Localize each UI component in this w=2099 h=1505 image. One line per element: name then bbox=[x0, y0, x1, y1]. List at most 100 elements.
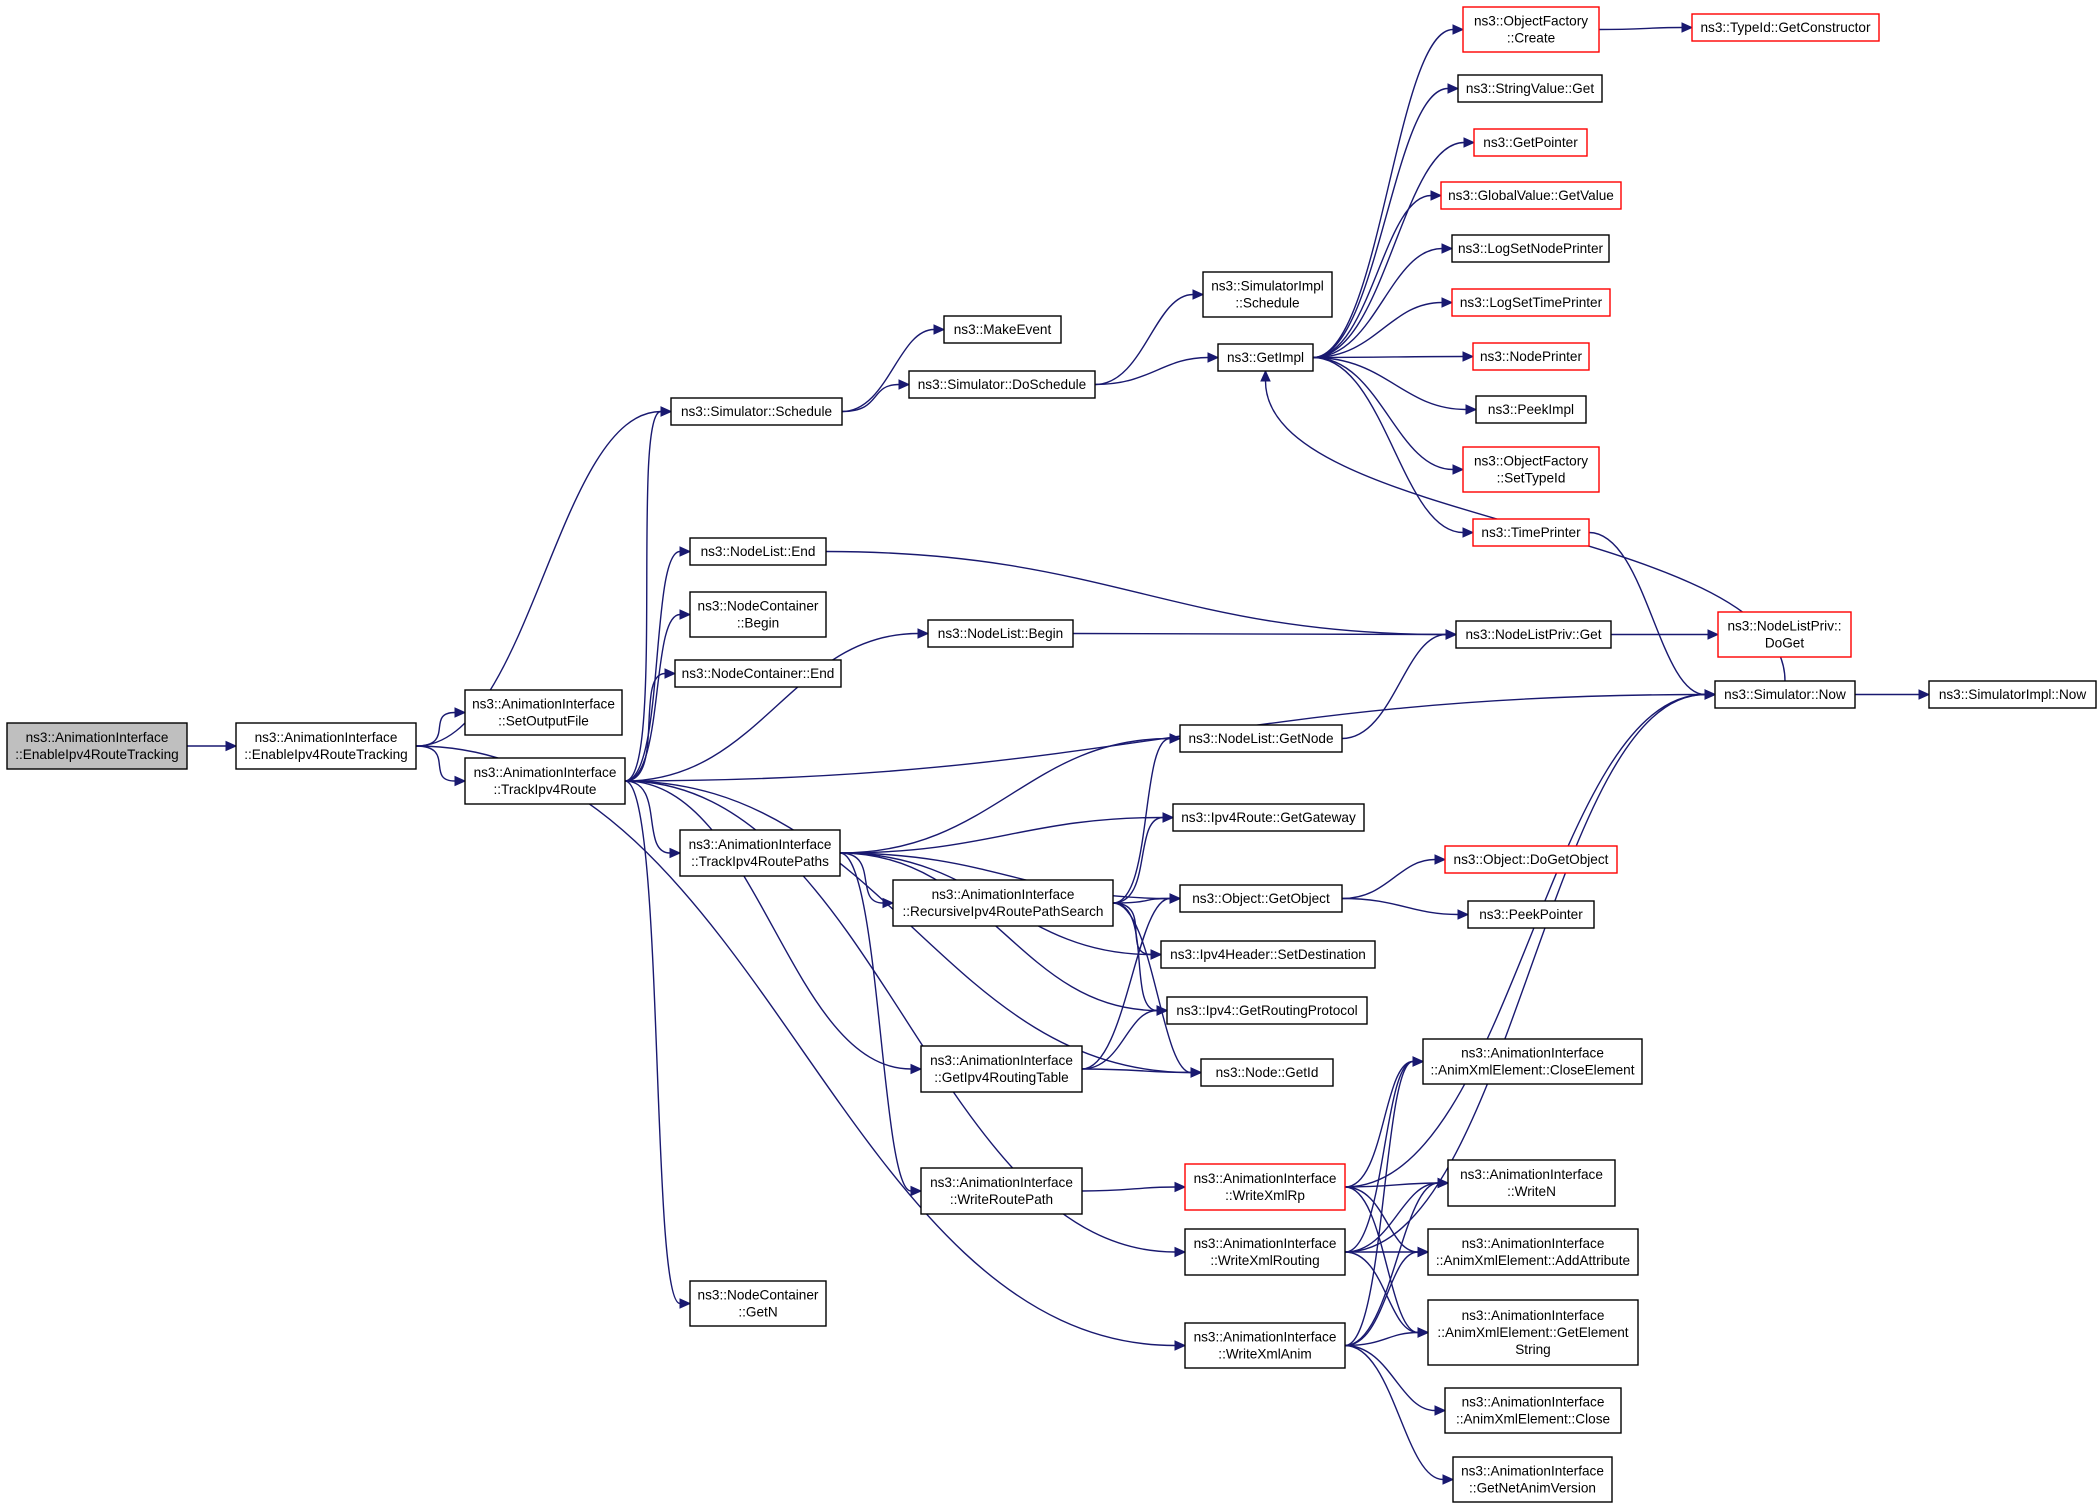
edge-line bbox=[1312, 356, 1464, 534]
function-node-ipv4header-setdestination[interactable]: ns3::Ipv4Header::SetDestination bbox=[1160, 940, 1376, 969]
function-node-getelementstring[interactable]: ns3::AnimationInterface::AnimXmlElement:… bbox=[1427, 1299, 1639, 1366]
function-node-getipv4routingtable[interactable]: ns3::AnimationInterface::GetIpv4RoutingT… bbox=[920, 1045, 1083, 1093]
edge-line bbox=[1094, 293, 1194, 386]
function-node-setoutputfile[interactable]: ns3::AnimationInterface::SetOutputFile bbox=[464, 689, 623, 736]
node-box bbox=[689, 591, 827, 638]
function-node-makeevent[interactable]: ns3::MakeEvent bbox=[943, 315, 1062, 344]
function-node-addattribute[interactable]: ns3::AnimationInterface::AnimXmlElement:… bbox=[1427, 1228, 1639, 1276]
node-box bbox=[1462, 6, 1600, 53]
function-node-stringvalue-get[interactable]: ns3::StringValue::Get bbox=[1457, 74, 1603, 103]
function-node-timeprinter[interactable]: ns3::TimePrinter bbox=[1472, 518, 1590, 547]
function-node-writen[interactable]: ns3::AnimationInterface::WriteN bbox=[1447, 1159, 1616, 1207]
function-node-enable-inner[interactable]: ns3::AnimationInterface::EnableIpv4Route… bbox=[235, 722, 417, 770]
function-node-animxml-close[interactable]: ns3::AnimationInterface::AnimXmlElement:… bbox=[1444, 1387, 1622, 1434]
function-node-peekimpl[interactable]: ns3::PeekImpl bbox=[1475, 395, 1587, 424]
function-node-logsetnodeprinter[interactable]: ns3::LogSetNodePrinter bbox=[1451, 234, 1610, 263]
function-node-nc-begin[interactable]: ns3::NodeContainer::Begin bbox=[689, 591, 827, 638]
node-label: ns3::Ipv4Route::GetGateway bbox=[1181, 810, 1356, 825]
edge-line bbox=[1344, 693, 1706, 1188]
arrowhead-icon bbox=[933, 324, 946, 335]
node-box bbox=[1427, 1228, 1639, 1276]
node-label: ::AnimXmlElement::GetElement bbox=[1437, 1325, 1628, 1340]
function-node-of-settypeid[interactable]: ns3::ObjectFactory::SetTypeId bbox=[1462, 446, 1600, 493]
node-label: ns3::NodeContainer bbox=[698, 599, 819, 614]
node-box bbox=[1928, 680, 2097, 709]
edge-line bbox=[1344, 1060, 1414, 1188]
arrowhead-icon bbox=[454, 775, 467, 787]
function-node-enable-outer[interactable]: ns3::AnimationInterface::EnableIpv4Route… bbox=[6, 722, 188, 770]
function-node-writeroutepath[interactable]: ns3::AnimationInterface::WriteRoutePath bbox=[920, 1167, 1083, 1215]
function-node-doschedule[interactable]: ns3::Simulator::DoSchedule bbox=[908, 370, 1096, 399]
edge-line bbox=[1312, 247, 1443, 359]
function-node-node-getid[interactable]: ns3::Node::GetId bbox=[1200, 1058, 1334, 1087]
function-node-simimpl-now[interactable]: ns3::SimulatorImpl::Now bbox=[1928, 680, 2097, 709]
function-node-ipv4-getroutingprotocol[interactable]: ns3::Ipv4::GetRoutingProtocol bbox=[1166, 996, 1368, 1025]
call-edge-writexmlrp-to-getelementstring bbox=[1344, 1186, 1430, 1338]
function-node-nodelistpriv-doget[interactable]: ns3::NodeListPriv::DoGet bbox=[1717, 611, 1852, 658]
node-box bbox=[1717, 611, 1852, 658]
function-node-peekpointer[interactable]: ns3::PeekPointer bbox=[1467, 900, 1595, 929]
function-node-getnetanimversion[interactable]: ns3::AnimationInterface::GetNetAnimVersi… bbox=[1452, 1456, 1613, 1503]
node-box bbox=[1714, 680, 1856, 709]
function-node-trackroute[interactable]: ns3::AnimationInterface::TrackIpv4Route bbox=[464, 757, 626, 805]
arrowhead-icon bbox=[1417, 1327, 1430, 1338]
node-label: ::AnimXmlElement::Close bbox=[1456, 1412, 1610, 1427]
function-node-logsettimeprinter[interactable]: ns3::LogSetTimePrinter bbox=[1451, 288, 1611, 317]
arrowhead-icon bbox=[1260, 369, 1271, 382]
function-node-closeelement[interactable]: ns3::AnimationInterface::AnimXmlElement:… bbox=[1422, 1038, 1643, 1085]
node-label: ns3::PeekPointer bbox=[1479, 907, 1583, 922]
function-node-globalvalue-getvalue[interactable]: ns3::GlobalValue::GetValue bbox=[1440, 181, 1622, 210]
node-box bbox=[235, 722, 417, 770]
node-label: ns3::GetPointer bbox=[1483, 135, 1578, 150]
call-edge-trackroute-to-nc_begin bbox=[624, 609, 692, 782]
function-node-object-dogetobject[interactable]: ns3::Object::DoGetObject bbox=[1444, 845, 1618, 874]
arrowhead-icon bbox=[1462, 351, 1475, 362]
node-label: ns3::ObjectFactory bbox=[1474, 454, 1588, 469]
arrowhead-icon bbox=[1463, 137, 1476, 148]
arrowhead-icon bbox=[679, 609, 692, 620]
node-box bbox=[1184, 1163, 1346, 1211]
edge-line bbox=[1341, 897, 1459, 916]
arrowhead-icon bbox=[910, 1185, 923, 1197]
call-edge-trackroute-to-node_getid bbox=[624, 780, 1203, 1078]
edge-line bbox=[624, 780, 1176, 1253]
function-node-nodelist-getnode[interactable]: ns3::NodeList::GetNode bbox=[1179, 724, 1343, 753]
function-node-nodelistpriv-get[interactable]: ns3::NodeListPriv::Get bbox=[1455, 620, 1612, 649]
node-label: ns3::Simulator::Now bbox=[1724, 687, 1846, 702]
function-node-nodelist-begin[interactable]: ns3::NodeList::Begin bbox=[927, 619, 1074, 648]
function-nodes: ns3::AnimationInterface::EnableIpv4Route… bbox=[6, 6, 2097, 1503]
function-node-nc-getn[interactable]: ns3::NodeContainer::GetN bbox=[689, 1280, 827, 1327]
function-node-schedule[interactable]: ns3::Simulator::Schedule bbox=[670, 397, 843, 426]
function-node-nodelist-end[interactable]: ns3::NodeList::End bbox=[689, 537, 827, 566]
function-node-writexmlanim[interactable]: ns3::AnimationInterface::WriteXmlAnim bbox=[1184, 1322, 1346, 1369]
function-node-getimpl[interactable]: ns3::GetImpl bbox=[1217, 343, 1314, 372]
node-label: ::WriteXmlRouting bbox=[1210, 1253, 1319, 1268]
function-node-nc-end[interactable]: ns3::NodeContainer::End bbox=[674, 659, 842, 688]
node-label: ns3::AnimationInterface bbox=[932, 887, 1075, 902]
node-box bbox=[1475, 395, 1587, 424]
node-label: ns3::AnimationInterface bbox=[930, 1175, 1073, 1190]
call-edge-trackroute-to-nc_end bbox=[624, 668, 677, 782]
function-node-object-getobject[interactable]: ns3::Object::GetObject bbox=[1179, 884, 1343, 913]
node-box bbox=[1179, 724, 1343, 753]
arrowhead-icon bbox=[1207, 352, 1220, 363]
function-node-getconstructor[interactable]: ns3::TypeId::GetConstructor bbox=[1691, 13, 1880, 42]
function-node-recursivesearch[interactable]: ns3::AnimationInterface::RecursiveIpv4Ro… bbox=[892, 879, 1114, 927]
node-label: ns3::AnimationInterface bbox=[26, 730, 169, 745]
function-node-sim-now[interactable]: ns3::Simulator::Now bbox=[1714, 680, 1856, 709]
function-node-nodeprinter[interactable]: ns3::NodePrinter bbox=[1472, 342, 1590, 371]
function-node-ipv4route-getgateway[interactable]: ns3::Ipv4Route::GetGateway bbox=[1172, 803, 1365, 832]
node-label: ns3::AnimationInterface bbox=[1462, 1308, 1605, 1323]
call-edge-getimpl-to-logsettimeprinter bbox=[1312, 297, 1454, 359]
call-edge-getimpl-to-peekimpl bbox=[1312, 356, 1478, 415]
function-node-writexmlrouting[interactable]: ns3::AnimationInterface::WriteXmlRouting bbox=[1184, 1228, 1346, 1276]
node-box bbox=[1427, 1299, 1639, 1366]
function-node-writexmlrp[interactable]: ns3::AnimationInterface::WriteXmlRp bbox=[1184, 1163, 1346, 1211]
function-node-of-create[interactable]: ns3::ObjectFactory::Create bbox=[1462, 6, 1600, 53]
function-node-getpointer[interactable]: ns3::GetPointer bbox=[1473, 128, 1588, 157]
arrowhead-icon bbox=[917, 628, 930, 639]
function-node-simimpl-schedule[interactable]: ns3::SimulatorImpl::Schedule bbox=[1202, 271, 1333, 318]
node-label: ns3::NodeContainer::End bbox=[682, 666, 835, 681]
node-box bbox=[927, 619, 1074, 648]
function-node-trackroutepaths[interactable]: ns3::AnimationInterface::TrackIpv4RouteP… bbox=[679, 829, 841, 877]
